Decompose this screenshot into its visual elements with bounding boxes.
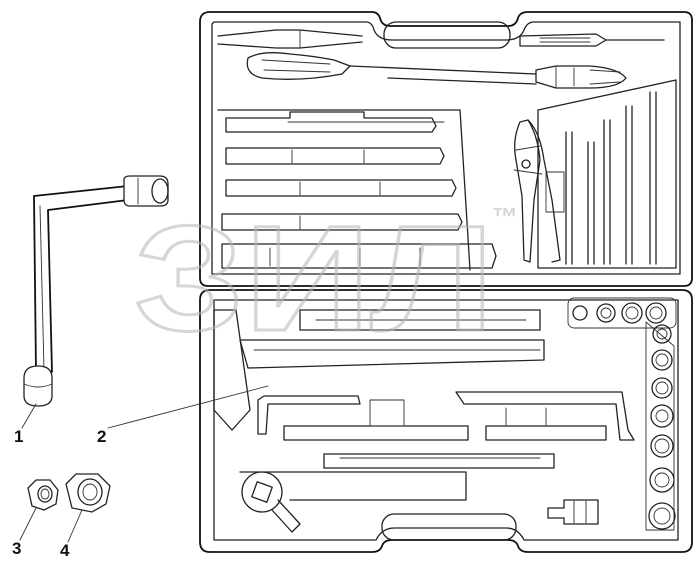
base-bars: [213, 309, 635, 469]
watermark-mark: ™: [492, 202, 518, 232]
case-lid: [199, 11, 693, 287]
watermark-text: ЗИЛ: [134, 194, 494, 362]
base-ratchet: [239, 471, 599, 533]
callout-3: 3: [12, 539, 21, 558]
case-base: [199, 289, 693, 553]
callout-4: 4: [60, 541, 70, 560]
callout-1: 1: [14, 427, 23, 446]
wheel-brace: [23, 175, 169, 407]
lid-punches: [537, 79, 677, 269]
callout-labels: 1 2 3 4: [12, 427, 106, 560]
small-nut: [27, 479, 59, 511]
watermark: ЗИЛ ™: [133, 193, 519, 364]
lid-wrenches: [217, 109, 497, 271]
lid-screwdrivers: [217, 29, 665, 89]
base-sockets: [567, 297, 677, 531]
lid-pliers: [513, 119, 561, 263]
callout-2: 2: [97, 427, 106, 446]
large-nut: [65, 473, 111, 513]
leader-lines: [19, 385, 269, 543]
